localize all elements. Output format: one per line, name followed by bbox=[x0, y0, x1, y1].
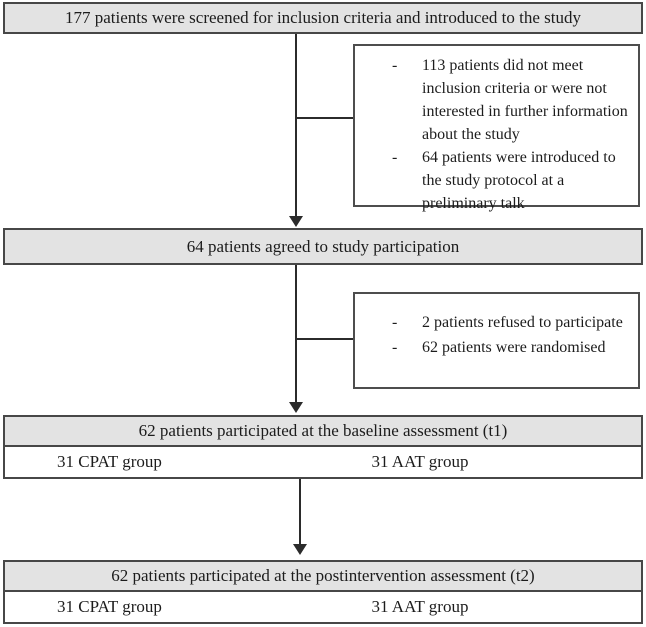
exclusion-item: - 62 patients were randomised bbox=[392, 335, 632, 360]
agreed-box-label: 64 patients agreed to study participatio… bbox=[186, 236, 460, 256]
branch-line-2 bbox=[296, 338, 353, 340]
baseline-assessment-header-label: 62 patients participated at the baseline… bbox=[138, 421, 508, 440]
postintervention-assessment-box: 62 patients participated at the postinte… bbox=[3, 560, 643, 624]
exclusion-box-2: - 2 patients refused to participate - 62… bbox=[353, 292, 640, 389]
cpat-group-cell: 31 CPAT group bbox=[5, 592, 327, 622]
bullet-dash: - bbox=[392, 339, 398, 356]
screened-box-label: 177 patients were screened for inclusion… bbox=[65, 8, 581, 27]
aat-group-cell: 31 AAT group bbox=[327, 592, 642, 622]
baseline-assessment-groups: 31 CPAT group 31 AAT group bbox=[5, 447, 641, 477]
cpat-group-cell: 31 CPAT group bbox=[5, 447, 327, 477]
exclusion-item: - 113 patients did not meet inclusion cr… bbox=[392, 54, 632, 146]
postintervention-assessment-groups: 31 CPAT group 31 AAT group bbox=[5, 592, 641, 622]
down-arrow-head-2-icon bbox=[289, 402, 303, 413]
branch-line-1 bbox=[296, 117, 353, 119]
aat-group-label: 31 AAT group bbox=[371, 452, 469, 471]
exclusion-box-1: - 113 patients did not meet inclusion cr… bbox=[353, 44, 640, 212]
aat-group-cell: 31 AAT group bbox=[327, 447, 642, 477]
screened-box: 177 patients were screened for inclusion… bbox=[3, 2, 643, 34]
bullet-dash: - bbox=[392, 314, 398, 331]
down-arrow-head-3-icon bbox=[293, 544, 307, 555]
bullet-dash: - bbox=[392, 57, 398, 74]
exclusion-item-text: 113 patients did not meet inclusion crit… bbox=[422, 57, 628, 143]
baseline-assessment-box: 62 patients participated at the baseline… bbox=[3, 415, 643, 479]
baseline-assessment-header: 62 patients participated at the baseline… bbox=[5, 417, 641, 447]
exclusion-item: - 2 patients refused to participate bbox=[392, 310, 632, 335]
postintervention-assessment-header: 62 patients participated at the postinte… bbox=[5, 562, 641, 592]
postintervention-assessment-header-label: 62 patients participated at the postinte… bbox=[111, 566, 535, 585]
down-arrow-line-1 bbox=[295, 34, 297, 217]
bullet-dash: - bbox=[392, 149, 398, 166]
exclusion-item-text: 62 patients were randomised bbox=[422, 339, 606, 356]
exclusion-item-text: 64 patients were introduced to the study… bbox=[422, 149, 616, 212]
aat-group-label: 31 AAT group bbox=[371, 597, 469, 616]
down-arrow-head-1-icon bbox=[289, 216, 303, 227]
down-arrow-line-3 bbox=[299, 479, 301, 545]
cpat-group-label: 31 CPAT group bbox=[57, 597, 162, 616]
agreed-box: 64 patients agreed to study participatio… bbox=[3, 228, 643, 265]
exclusion-item: - 64 patients were introduced to the stu… bbox=[392, 146, 632, 215]
down-arrow-line-2 bbox=[295, 265, 297, 403]
exclusion-item-text: 2 patients refused to participate bbox=[422, 314, 623, 331]
cpat-group-label: 31 CPAT group bbox=[57, 452, 162, 471]
